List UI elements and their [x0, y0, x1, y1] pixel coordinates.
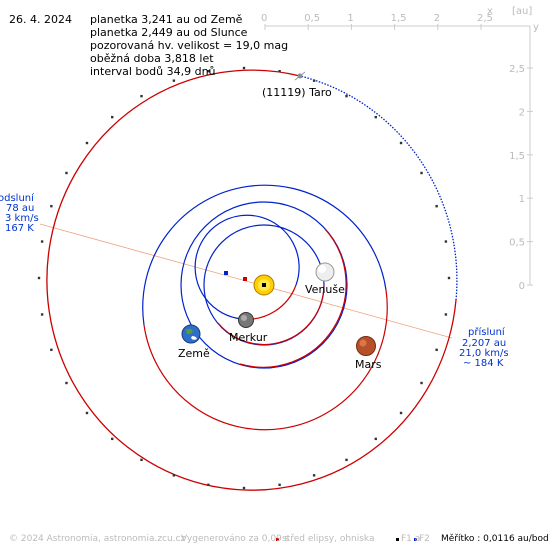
- earth-distance: planetka 3,241 au od Země: [90, 13, 243, 26]
- aphelion-label: odsluní 78 au 3 km/s 167 K: [0, 192, 39, 234]
- apparent-magnitude: pozorovaná hv. velikost = 19,0 mag: [90, 39, 289, 52]
- aphelion-distance: 78 au: [6, 203, 34, 214]
- orbit-point: [312, 474, 316, 477]
- y-tick-label: 1: [519, 194, 525, 205]
- orbit-earth: [180, 201, 348, 369]
- earth-label: Země: [178, 347, 210, 360]
- orbit-point: [40, 240, 44, 243]
- asteroid-orbit: [37, 66, 458, 491]
- perihelion-speed: 21,0 km/s: [459, 348, 509, 359]
- orbit-point: [85, 411, 89, 415]
- sun-distance: planetka 2,449 au od Slunce: [90, 26, 248, 39]
- orbit-point: [435, 204, 438, 208]
- legend-f1-text: F1 a: [401, 534, 421, 544]
- asteroid-label: (11119) Taro: [262, 86, 332, 99]
- focus-f2-marker: [224, 271, 228, 275]
- orbit-point: [399, 411, 403, 415]
- orbit-point: [420, 381, 423, 385]
- legend-f2-text: F2: [419, 534, 430, 544]
- orbit-point: [111, 115, 114, 119]
- orbit-point: [207, 483, 210, 487]
- orbit-point: [278, 483, 281, 487]
- x-tick-label: 0,5: [304, 13, 320, 24]
- orbit-point: [435, 348, 438, 352]
- ellipse-center-marker: [243, 277, 247, 281]
- axes: 0 0,5 1 1,5 2 2,5 2,5 2 1,5 1 0,5 0 x [au] y: [261, 6, 539, 292]
- x-tick-label: 1: [347, 13, 353, 24]
- mars: [356, 336, 376, 356]
- orbit-point: [447, 276, 451, 280]
- y-tick-label: 0,5: [509, 238, 525, 249]
- legend-f2-marker: [414, 538, 417, 541]
- x-axis-label: x: [487, 6, 493, 17]
- x-tick-label: 2,5: [477, 13, 493, 24]
- legend-f1-marker: [396, 538, 399, 541]
- orbit-point: [140, 94, 143, 98]
- orbit-point: [65, 171, 68, 175]
- orbit-point: [85, 141, 89, 145]
- orbit-point: [399, 141, 403, 145]
- aphelion-temperature: 167 K: [5, 223, 34, 234]
- perihelion-distance: 2,207 au: [462, 338, 506, 349]
- point-interval: interval bodů 34,9 dnů: [90, 65, 216, 78]
- copyright-text: © 2024 Astronomia, astronomia.zcu.cz: [9, 534, 186, 544]
- y-tick-label: 1,5: [509, 151, 525, 162]
- orbit-mercury: [194, 214, 300, 320]
- sun: [253, 274, 275, 296]
- aphelion-title: odsluní: [0, 192, 35, 204]
- perihelion-label: přísluní 2,207 au 21,0 km/s ~ 184 K: [459, 326, 509, 369]
- mercury: [238, 312, 254, 328]
- date-label: 26. 4. 2024: [9, 13, 72, 26]
- perihelion-temperature: ~ 184 K: [463, 358, 504, 369]
- y-tick-label: 2: [519, 107, 525, 118]
- orbit-point: [140, 458, 143, 462]
- mercury-label: Merkur: [229, 331, 268, 344]
- orbit-point: [345, 458, 348, 462]
- orbit-point: [50, 348, 53, 352]
- orbit-point: [207, 69, 210, 73]
- x-tick-label: 1,5: [391, 13, 407, 24]
- orbit-point: [242, 486, 246, 490]
- legend-center-marker: [276, 538, 279, 541]
- orbit-point: [65, 381, 68, 385]
- orbit-point: [374, 115, 377, 119]
- venus-label: Venuše: [305, 283, 345, 296]
- orbit-point: [50, 204, 53, 208]
- orbit-point: [172, 474, 176, 477]
- orbital-period: oběžná doba 3,818 let: [90, 52, 214, 65]
- unit-label: [au]: [512, 6, 532, 17]
- orbit-point: [444, 313, 448, 316]
- orbit-point: [312, 79, 316, 82]
- perihelion-title: přísluní: [468, 326, 506, 338]
- orbit-point: [345, 94, 348, 98]
- orbit-point: [420, 171, 423, 175]
- orbit-point: [242, 66, 246, 70]
- orbit-venus: [203, 224, 325, 346]
- asteroid-marker: [294, 71, 306, 81]
- x-tick-label: 0: [261, 13, 267, 24]
- legend-center-text: střed elipsy, ohniska: [282, 534, 375, 544]
- orbit-point: [172, 79, 176, 82]
- orbit-point: [278, 69, 281, 73]
- orbit-point: [444, 240, 448, 243]
- orbit-mars: [142, 184, 388, 431]
- earth: [181, 324, 201, 344]
- orbit-point: [374, 437, 377, 441]
- orbit-point: [37, 276, 41, 280]
- x-tick-label: 2: [434, 13, 440, 24]
- venus: [315, 262, 335, 282]
- orbit-point: [111, 437, 114, 441]
- mars-label: Mars: [355, 358, 382, 371]
- aphelion-speed: 3 km/s: [5, 213, 39, 224]
- scale-text: Měřítko : 0,0116 au/bod: [441, 534, 549, 544]
- generated-text: Vygenerováno za 0,09 s: [181, 534, 290, 544]
- y-tick-label: 0: [519, 281, 525, 292]
- y-axis-label: y: [533, 22, 539, 33]
- y-tick-label: 2,5: [509, 64, 525, 75]
- asteroid-info: planetka 3,241 au od Země planetka 2,449…: [90, 13, 288, 78]
- orbit-point: [40, 313, 44, 316]
